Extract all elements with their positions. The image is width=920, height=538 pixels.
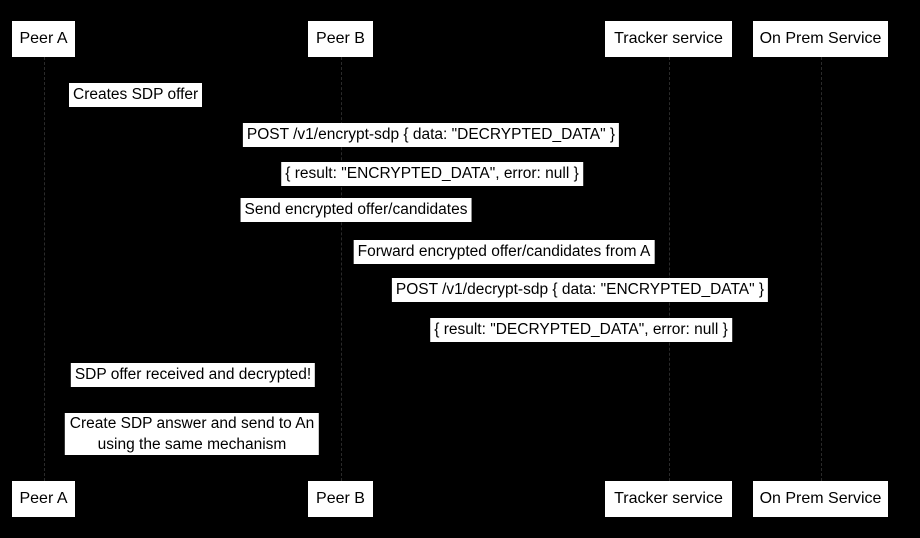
participant-tracker-service-top: Tracker service (605, 21, 732, 57)
participant-on-prem-service-top: On Prem Service (753, 21, 888, 57)
lifeline-tracker-service (668, 57, 670, 481)
message-post-encrypt-sdp: POST /v1/encrypt-sdp { data: "DECRYPTED_… (242, 123, 620, 147)
message-post-decrypt-sdp: POST /v1/decrypt-sdp { data: "ENCRYPTED_… (391, 278, 769, 302)
note-create-sdp-answer: Create SDP answer and send to An using t… (64, 413, 320, 455)
message-sdp-offer-received: SDP offer received and decrypted! (70, 363, 316, 387)
participant-peer-a-top: Peer A (12, 21, 75, 57)
message-forward-encrypted-offer: Forward encrypted offer/candidates from … (353, 240, 655, 264)
note-line-1: Create SDP answer and send to An (69, 415, 315, 432)
lifeline-peer-a (43, 57, 45, 481)
message-creates-sdp-offer: Creates SDP offer (69, 83, 203, 107)
participant-peer-b-top: Peer B (308, 21, 373, 57)
lifeline-on-prem-service (820, 57, 822, 481)
message-encrypt-result: { result: "ENCRYPTED_DATA", error: null … (281, 162, 583, 186)
message-send-encrypted-offer: Send encrypted offer/candidates (240, 198, 472, 222)
participant-peer-a-bottom: Peer A (12, 481, 75, 517)
lifeline-peer-b (340, 57, 342, 481)
participant-tracker-service-bottom: Tracker service (605, 481, 732, 517)
participant-on-prem-service-bottom: On Prem Service (753, 481, 888, 517)
message-decrypt-result: { result: "DECRYPTED_DATA", error: null … (430, 318, 732, 342)
note-line-2: using the same mechanism (97, 436, 287, 453)
participant-peer-b-bottom: Peer B (308, 481, 373, 517)
